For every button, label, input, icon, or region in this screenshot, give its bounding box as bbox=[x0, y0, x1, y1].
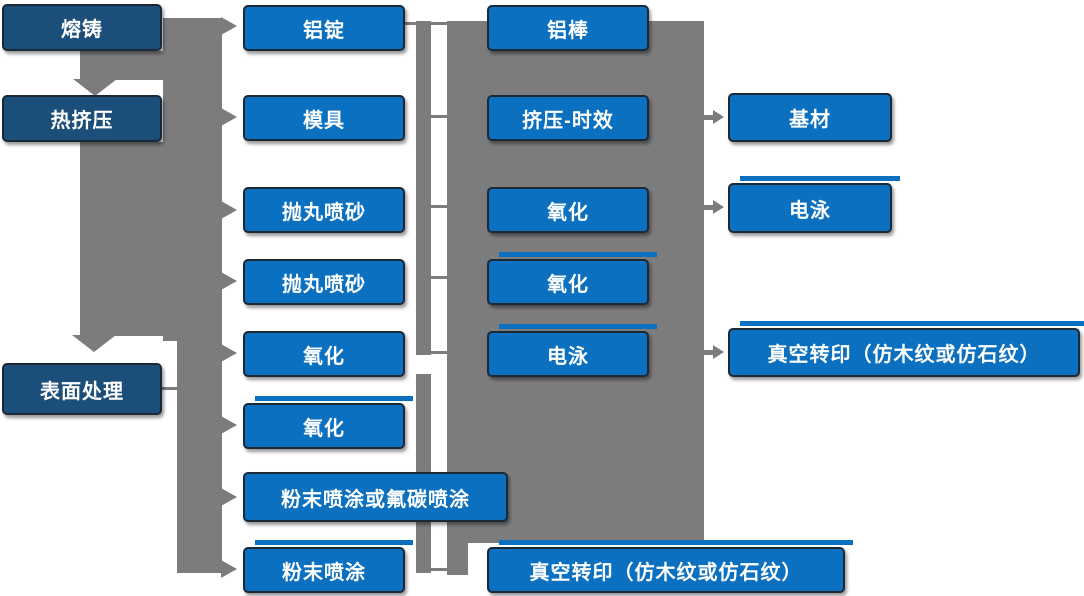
arrow-to-aluminum-ingot bbox=[221, 17, 237, 35]
node-extrusion-aging: 挤压-时效 bbox=[487, 95, 649, 141]
node-powder-coating: 粉末喷涂 bbox=[243, 540, 413, 593]
node-oxidation-1: 氧化 bbox=[243, 331, 405, 377]
connector-oxidation-row bbox=[431, 351, 448, 354]
node-shot-blasting-2: 抛丸喷砂 bbox=[243, 259, 405, 305]
node-electrophoresis-1: 电泳 bbox=[487, 324, 657, 377]
arrow-to-powder-or-fluorocarbon bbox=[221, 488, 237, 506]
stem-to-vacuum-transfer bbox=[703, 350, 713, 355]
node-oxidation-3: 氧化 bbox=[487, 187, 649, 233]
flow-block-leg bbox=[447, 543, 468, 575]
arrow-to-vacuum-transfer bbox=[713, 345, 724, 359]
node-surface-treatment: 表面处理 bbox=[2, 363, 162, 415]
arrow-to-shot-blasting-1 bbox=[221, 201, 237, 219]
node-vacuum-transfer-1: 真空转印（仿木纹或仿石纹） bbox=[487, 540, 853, 593]
arrow-down-to-hot-extrusion bbox=[73, 79, 117, 96]
arrow-to-mold bbox=[221, 108, 237, 126]
arrow-to-oxidation-1 bbox=[221, 344, 237, 362]
connector-shot2-row bbox=[431, 276, 448, 279]
node-base-material: 基材 bbox=[728, 93, 892, 142]
node-electrophoresis-2: 电泳 bbox=[728, 176, 900, 233]
node-oxidation-2: 氧化 bbox=[243, 396, 413, 449]
node-aluminum-rod: 铝棒 bbox=[487, 5, 649, 51]
node-aluminum-ingot: 铝锭 bbox=[243, 5, 405, 51]
node-oxidation-4: 氧化 bbox=[487, 252, 657, 305]
arrow-to-shot-blasting-2 bbox=[221, 272, 237, 290]
flow-rail-main bbox=[177, 18, 222, 573]
flow-slab-under-hot-extrusion bbox=[80, 142, 163, 336]
flow-slab-under-melting bbox=[80, 51, 163, 80]
node-melting-casting: 熔铸 bbox=[2, 4, 162, 51]
node-vacuum-transfer-2: 真空转印（仿木纹或仿石纹） bbox=[728, 321, 1084, 377]
arrow-to-powder-coating bbox=[221, 560, 237, 578]
flow-slab-middle bbox=[163, 18, 177, 341]
rail-col2-upper bbox=[416, 21, 431, 355]
connector-bottom-row bbox=[431, 568, 448, 571]
node-powder-or-fluorocarbon-coating: 粉末喷涂或氟碳喷涂 bbox=[243, 472, 508, 522]
connector-shot1-row bbox=[431, 205, 448, 208]
arrow-to-electrophoresis bbox=[713, 200, 724, 214]
node-shot-blasting-1: 抛丸喷砂 bbox=[243, 187, 405, 233]
connector-ingot-row bbox=[405, 22, 448, 25]
node-hot-extrusion: 热挤压 bbox=[2, 95, 162, 142]
arrow-to-base-material bbox=[713, 110, 724, 124]
connector-surface-treatment-to-rail bbox=[162, 387, 177, 390]
node-mold: 模具 bbox=[243, 95, 405, 141]
arrow-to-oxidation-2 bbox=[221, 416, 237, 434]
connector-mold-row bbox=[431, 115, 448, 118]
stem-to-electrophoresis bbox=[703, 205, 713, 210]
stem-to-base-material bbox=[703, 115, 713, 120]
arrow-down-to-surface-treatment bbox=[72, 335, 116, 352]
